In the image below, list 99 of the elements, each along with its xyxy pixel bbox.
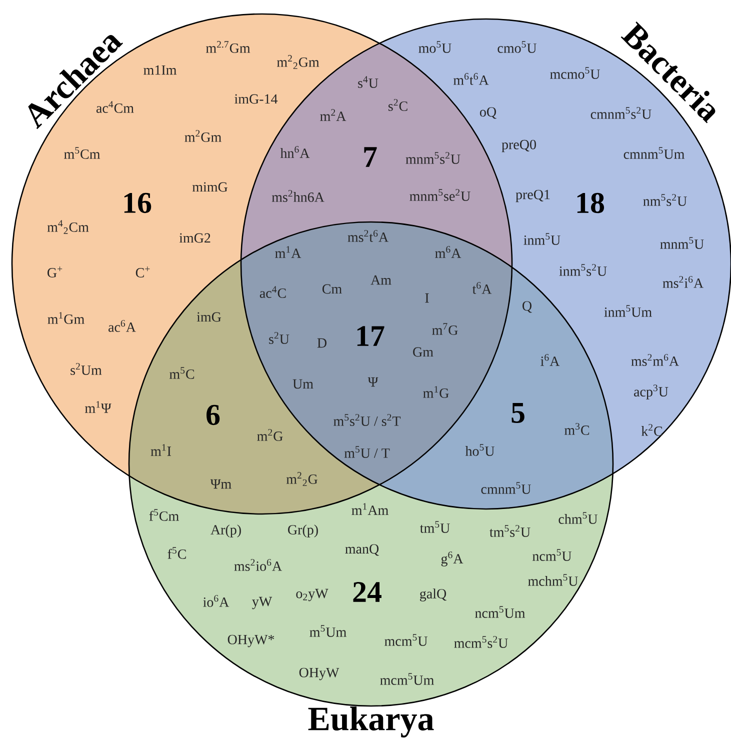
modification-label: m$^{2}$$_{2}$G (286, 472, 318, 486)
modification-label: m$^{4}$$_{2}$Cm (47, 220, 89, 234)
modification-label: tm$^{5}$s$^{2}$U (490, 525, 530, 537)
modification-label: k$^{2}$C (641, 424, 662, 436)
modification-label: m$^{1}$Gm (48, 312, 84, 324)
modification-label: m$^{1}$I (150, 444, 171, 456)
modification-label: Am (370, 275, 392, 285)
modification-label: Q (522, 301, 532, 313)
modification-label: m$^{1}$G (423, 386, 449, 398)
modification-label: m$^{1}$Am (352, 503, 388, 515)
modification-label: ac$^{6}$A (108, 320, 136, 332)
modification-label: mcm$^{5}$s$^{2}$U (454, 636, 508, 648)
modification-label: Um (292, 379, 314, 389)
modification-label: mchm$^{5}$U (528, 574, 578, 586)
modification-label: preQ0 (502, 140, 536, 152)
modification-label: i$^{6}$A (540, 354, 560, 366)
count-number: 6 (206, 404, 220, 426)
modification-label: ho$^{5}$U (465, 444, 494, 456)
modification-label: mcmo$^{5}$U (550, 67, 600, 79)
modification-label: ms$^{2}$io$^{6}$A (234, 559, 282, 571)
modification-label: mnm$^{5}$U (660, 237, 704, 249)
modification-label: manQ (345, 544, 379, 556)
modification-label: io$^{6}$A (203, 595, 230, 607)
modification-label: ms$^{2}$hn6A (272, 190, 324, 202)
modification-label: tm$^{5}$U (420, 521, 450, 533)
modification-label: mnm$^{5}$se$^{2}$U (410, 189, 470, 201)
modification-label: ncm$^{5}$U (532, 549, 572, 561)
modification-label: imG2 (179, 233, 210, 243)
modification-label: acp$^{3}$U (634, 384, 668, 400)
modification-label: nm$^{5}$s$^{2}$U (643, 194, 687, 206)
modification-label: Ψm (210, 479, 232, 489)
modification-label: OHyW* (228, 634, 274, 648)
modification-label: I (425, 293, 429, 303)
modification-label: ms$^{2}$m$^{6}$A (631, 354, 679, 366)
modification-label: f$^{5}$Cm (149, 509, 179, 521)
modification-label: imG (196, 312, 222, 322)
modification-label: m$^{1}$Ψ (85, 401, 112, 413)
modification-label: m$^{5}$Cm (64, 147, 100, 159)
count-number: 24 (353, 582, 382, 602)
modification-label: imG-14 (234, 94, 278, 104)
modification-label: f$^{5}$C (168, 547, 186, 559)
modification-label: mo$^{5}$U (418, 41, 452, 53)
modification-label: G$^{+}$ (48, 266, 62, 278)
modification-label: o$_{2}$yW (296, 588, 328, 602)
count-number: 16 (124, 192, 152, 214)
modification-label: ms$^{2}$i$^{6}$A (662, 276, 704, 288)
modification-label: cmnm$^{5}$Um (624, 147, 684, 159)
modification-label: s$^{4}$U (358, 76, 378, 88)
modification-label: m$^{5}$U / T (344, 446, 390, 458)
modification-label: cmnm$^{5}$U (481, 482, 531, 494)
modification-label: g$^{6}$A (441, 552, 464, 566)
count-number: 18 (577, 192, 604, 214)
modification-label: s$^{2}$C (388, 99, 408, 111)
modification-label: m$^{7}$G (432, 323, 458, 335)
modification-label: m1Im (144, 65, 177, 75)
modification-label: mimG (192, 182, 228, 192)
modification-label: m$^{2}$G (257, 429, 283, 441)
modification-label: m$^{2}$Gm (184, 130, 222, 142)
modification-label: Gm (413, 347, 434, 357)
set-heading: Eukarya (308, 706, 434, 738)
modification-label: m$^{5}$Um (310, 625, 346, 637)
modification-label: s$^{2}$U (269, 332, 290, 344)
count-number: 17 (357, 326, 384, 346)
modification-label: m$^{2.7}$Gm (206, 41, 250, 53)
modification-label: m$^{3}$C (564, 423, 590, 435)
modification-label: C$^{+}$ (136, 266, 150, 278)
count-number: 7 (364, 147, 377, 167)
modification-label: Gr(p) (288, 524, 318, 538)
modification-label: OHyW (299, 668, 340, 680)
modification-label: Ar(p) (210, 524, 241, 538)
modification-label: Cm (322, 284, 342, 294)
modification-label: mcm$^{5}$U (384, 634, 428, 646)
modification-label: inm$^{5}$s$^{2}$U (559, 264, 607, 276)
modification-label: mnm$^{5}$s$^{2}$U (406, 152, 460, 164)
modification-label: chm$^{5}$U (558, 512, 598, 524)
modification-label: inm$^{5}$Um (604, 305, 652, 317)
modification-label: hn$^{6}$A (280, 146, 310, 158)
modification-label: m$^{5}$C (169, 367, 194, 379)
modification-label: preQ1 (516, 190, 550, 202)
count-number: 5 (512, 403, 524, 423)
modification-label: D (317, 338, 326, 348)
modification-label: m$^{2}$A (320, 109, 346, 121)
modification-label: t$^{6}$A (472, 282, 492, 294)
modification-label: s$^{2}$Um (70, 363, 102, 375)
modification-label: ncm$^{5}$Um (475, 606, 526, 618)
modification-label: mcm$^{5}$Um (380, 673, 434, 685)
modification-label: Ψ (368, 377, 378, 387)
modification-label: inm$^{5}$U (524, 233, 560, 245)
modification-label: m$^{6}$A (435, 246, 462, 258)
modification-label: cmo$^{5}$U (498, 41, 537, 53)
modification-label: oQ (480, 107, 496, 119)
modification-label: ac$^{4}$C (260, 286, 286, 298)
modification-label: m$^{1}$A (275, 246, 302, 258)
modification-label: yW (252, 596, 272, 610)
modification-label: m$^{2}$$_{2}$Gm (276, 55, 320, 69)
modification-label: m$^{6}$t$^{6}$A (453, 73, 489, 85)
modification-label: m$^{5}$s$^{2}$U / s$^{2}$T (334, 414, 401, 426)
modification-label: galQ (420, 588, 446, 602)
modification-label: ms$^{2}$t$^{6}$A (348, 230, 388, 242)
